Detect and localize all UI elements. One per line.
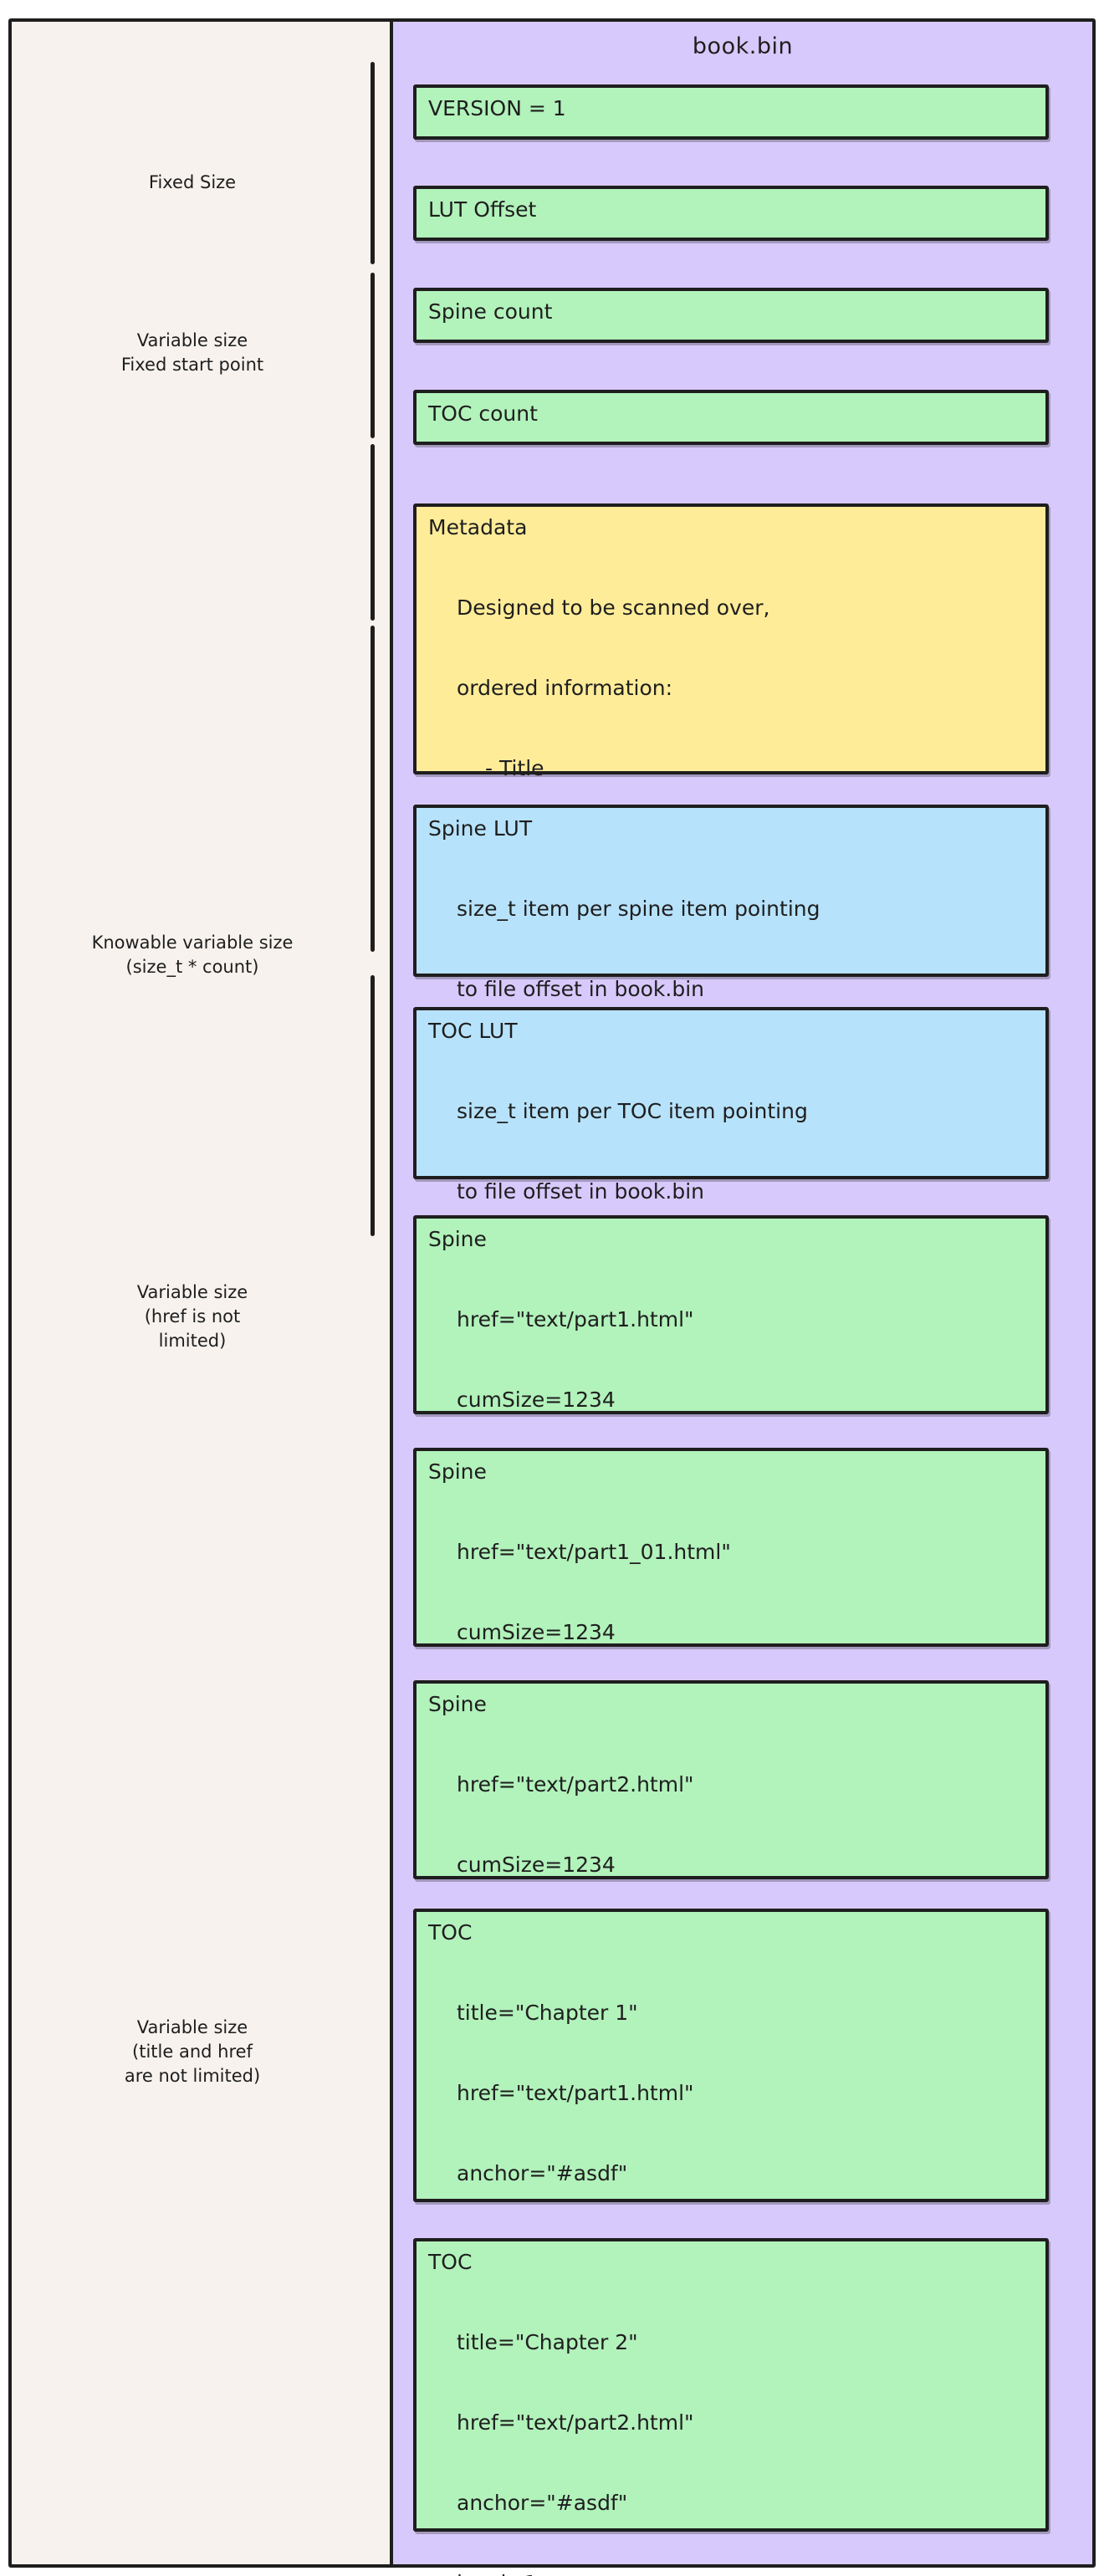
- block-toc-lut: TOC LUT size_t item per TOC item pointin…: [413, 1007, 1049, 1204]
- section-label-knowable-variable: Knowable variable size (size_t * count): [91, 933, 294, 977]
- section-label-variable-fixed-start: Variable size Fixed start point: [120, 330, 264, 375]
- spine-1-cumsize: cumSize=1234: [457, 1387, 616, 1412]
- toc-2-title: title="Chapter 2": [457, 2329, 638, 2354]
- block-version-header: VERSION = 1: [428, 96, 566, 120]
- toc-2-href: href="text/part2.html": [457, 2410, 694, 2435]
- toc-2-level: level=1: [457, 2570, 1034, 2576]
- toc-2-anchor: anchor="#asdf": [457, 2490, 628, 2515]
- annotations-column: Fixed Size Variable size Fixed start poi…: [12, 22, 390, 2564]
- block-toc-lut-body: size_t item per TOC item pointing to fil…: [457, 1045, 1034, 1259]
- block-toc-count-header: TOC count: [428, 401, 538, 426]
- section-label-fixed-size: Fixed Size: [148, 172, 237, 192]
- toc-lut-line-1: size_t item per TOC item pointing: [457, 1098, 808, 1123]
- bracket-knowable-variable: [371, 444, 375, 621]
- block-spine-1: Spine href="text/part1.html" cumSize=123…: [413, 1215, 1049, 1492]
- block-spine-2-header: Spine: [428, 1459, 487, 1484]
- block-toc-2-body: title="Chapter 2" href="text/part2.html"…: [457, 2276, 1034, 2576]
- bracket-fixed-size: [371, 62, 375, 264]
- section-label-variable-title-href: Variable size (title and href are not li…: [124, 2017, 261, 2086]
- block-toc-2: TOC title="Chapter 2" href="text/part2.h…: [413, 2238, 1049, 2576]
- spine-lut-line-1: size_t item per spine item pointing: [457, 896, 820, 921]
- toc-lut-line-2: to file offset in book.bin: [457, 1178, 705, 1204]
- metadata-item-title: - Title: [485, 755, 544, 780]
- diagram-frame: Fixed Size Variable size Fixed start poi…: [8, 18, 1096, 2576]
- metadata-line-1: Designed to be scanned over,: [457, 595, 770, 620]
- section-label-variable-href: Variable size (href is not limited): [136, 1282, 248, 1351]
- panel-title: book.bin: [692, 33, 794, 59]
- toc-1-title: title="Chapter 1": [457, 2000, 638, 2025]
- block-toc-2-header: TOC: [428, 2250, 473, 2274]
- block-toc-lut-header: TOC LUT: [428, 1019, 518, 1043]
- block-toc-1-header: TOC: [428, 1920, 473, 1945]
- block-toc-count: TOC count: [413, 390, 1049, 445]
- block-spine-lut-body: size_t item per spine item pointing to f…: [457, 842, 1034, 1056]
- bracket-variable-title-href: [371, 975, 375, 1236]
- spine-2-cumsize: cumSize=1234: [457, 1619, 616, 1644]
- block-toc-1: TOC title="Chapter 1" href="text/part1.h…: [413, 1909, 1049, 2346]
- block-spine-count-header: Spine count: [428, 299, 553, 324]
- block-lut-offset: LUT Offset: [413, 186, 1049, 241]
- block-spine-lut-header: Spine LUT: [428, 816, 533, 841]
- block-version: VERSION = 1: [413, 84, 1049, 140]
- spine-3-href: href="text/part2.html": [457, 1771, 694, 1797]
- book-bin-panel: book.bin VERSION = 1 LUT Offset Spine co…: [390, 22, 1092, 2576]
- toc-1-anchor: anchor="#asdf": [457, 2160, 628, 2185]
- spine-3-cumsize: cumSize=1234: [457, 1852, 616, 1877]
- block-spine-lut: Spine LUT size_t item per spine item poi…: [413, 805, 1049, 1001]
- block-spine-3: Spine href="text/part2.html" cumSize=123…: [413, 1680, 1049, 1957]
- block-spine-1-header: Spine: [428, 1227, 487, 1251]
- metadata-line-2: ordered information:: [457, 675, 673, 700]
- block-lut-offset-header: LUT Offset: [428, 197, 537, 222]
- bracket-variable-href: [371, 626, 375, 952]
- spine-2-href: href="text/part1_01.html": [457, 1539, 731, 1564]
- bracket-variable-fixed-start: [371, 273, 375, 438]
- spine-lut-line-2: to file offset in book.bin: [457, 976, 705, 1001]
- block-spine-2: Spine href="text/part1_01.html" cumSize=…: [413, 1448, 1049, 1725]
- block-metadata: Metadata Designed to be scanned over, or…: [413, 503, 1049, 941]
- spine-1-href: href="text/part1.html": [457, 1306, 694, 1331]
- toc-1-href: href="text/part1.html": [457, 2080, 694, 2105]
- block-spine-3-header: Spine: [428, 1692, 487, 1716]
- block-spine-count: Spine count: [413, 288, 1049, 343]
- block-metadata-header: Metadata: [428, 515, 528, 539]
